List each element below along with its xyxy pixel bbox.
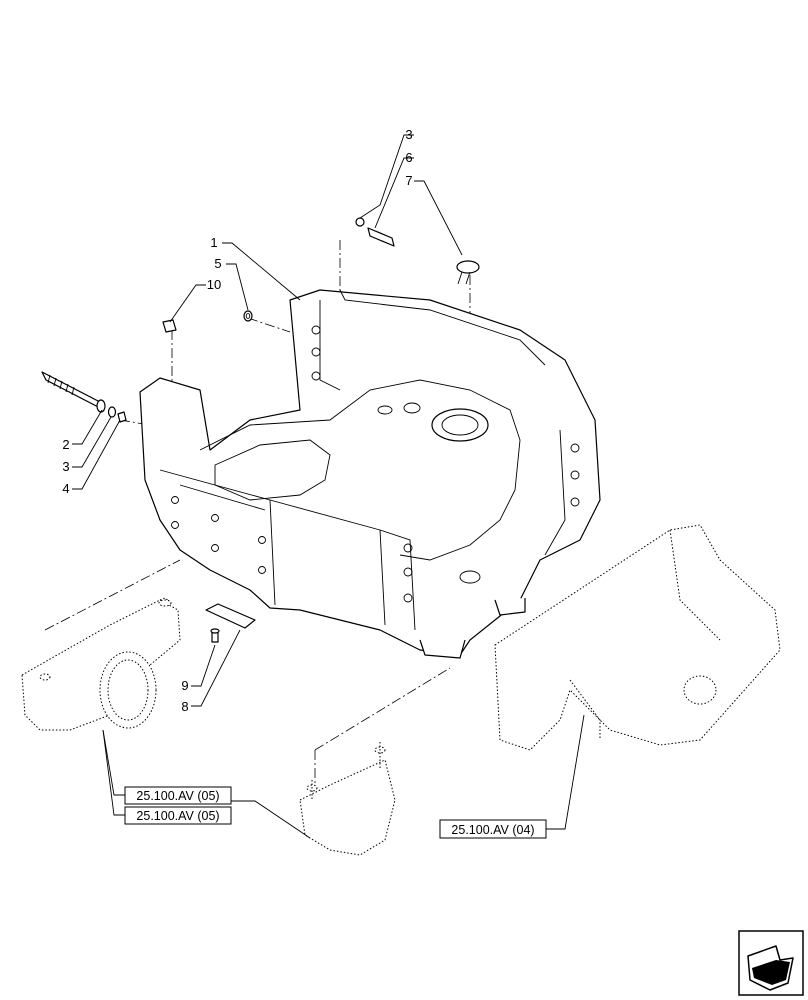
callout-2: 2	[62, 437, 69, 452]
callout-7: 7	[405, 173, 412, 188]
callout-10: 10	[207, 277, 221, 292]
reference-label-2[interactable]: 25.100.AV (05)	[136, 809, 219, 823]
reference-box-3[interactable]: 25.100.AV (04)	[439, 819, 547, 839]
washer-5	[243, 310, 253, 322]
callout-6: 6	[405, 150, 412, 165]
washer-3	[107, 406, 117, 418]
callout-9: 9	[181, 678, 188, 693]
nut-4	[117, 411, 127, 423]
next-page-arrow-icon[interactable]	[738, 930, 804, 996]
callout-8: 8	[181, 699, 188, 714]
clip-7	[456, 260, 480, 285]
reference-box-1[interactable]: 25.100.AV (05)	[124, 786, 232, 805]
callout-1: 1	[210, 235, 217, 250]
reference-box-2[interactable]: 25.100.AV (05)	[124, 806, 232, 825]
reference-label-1[interactable]: 25.100.AV (05)	[136, 789, 219, 803]
screw-9	[210, 628, 220, 643]
callout-4: 4	[62, 481, 69, 496]
reference-label-3[interactable]: 25.100.AV (04)	[451, 823, 534, 837]
rear-support-dotted	[299, 742, 396, 856]
front-axle-housing-dotted	[21, 597, 181, 731]
bolt-6	[355, 217, 395, 247]
plate-8	[205, 603, 256, 629]
leader-lines	[72, 134, 585, 839]
callout-3-top: 3	[405, 127, 412, 142]
callout-labels: 1 5 10 3 6 7 2 3 4 9 8	[62, 127, 412, 714]
plug-10	[162, 319, 177, 333]
long-bolt-2	[41, 371, 106, 413]
axle-support-bracket	[139, 289, 601, 659]
callout-5: 5	[214, 256, 221, 271]
callout-3-left: 3	[62, 459, 69, 474]
front-frame-dotted	[494, 524, 781, 751]
